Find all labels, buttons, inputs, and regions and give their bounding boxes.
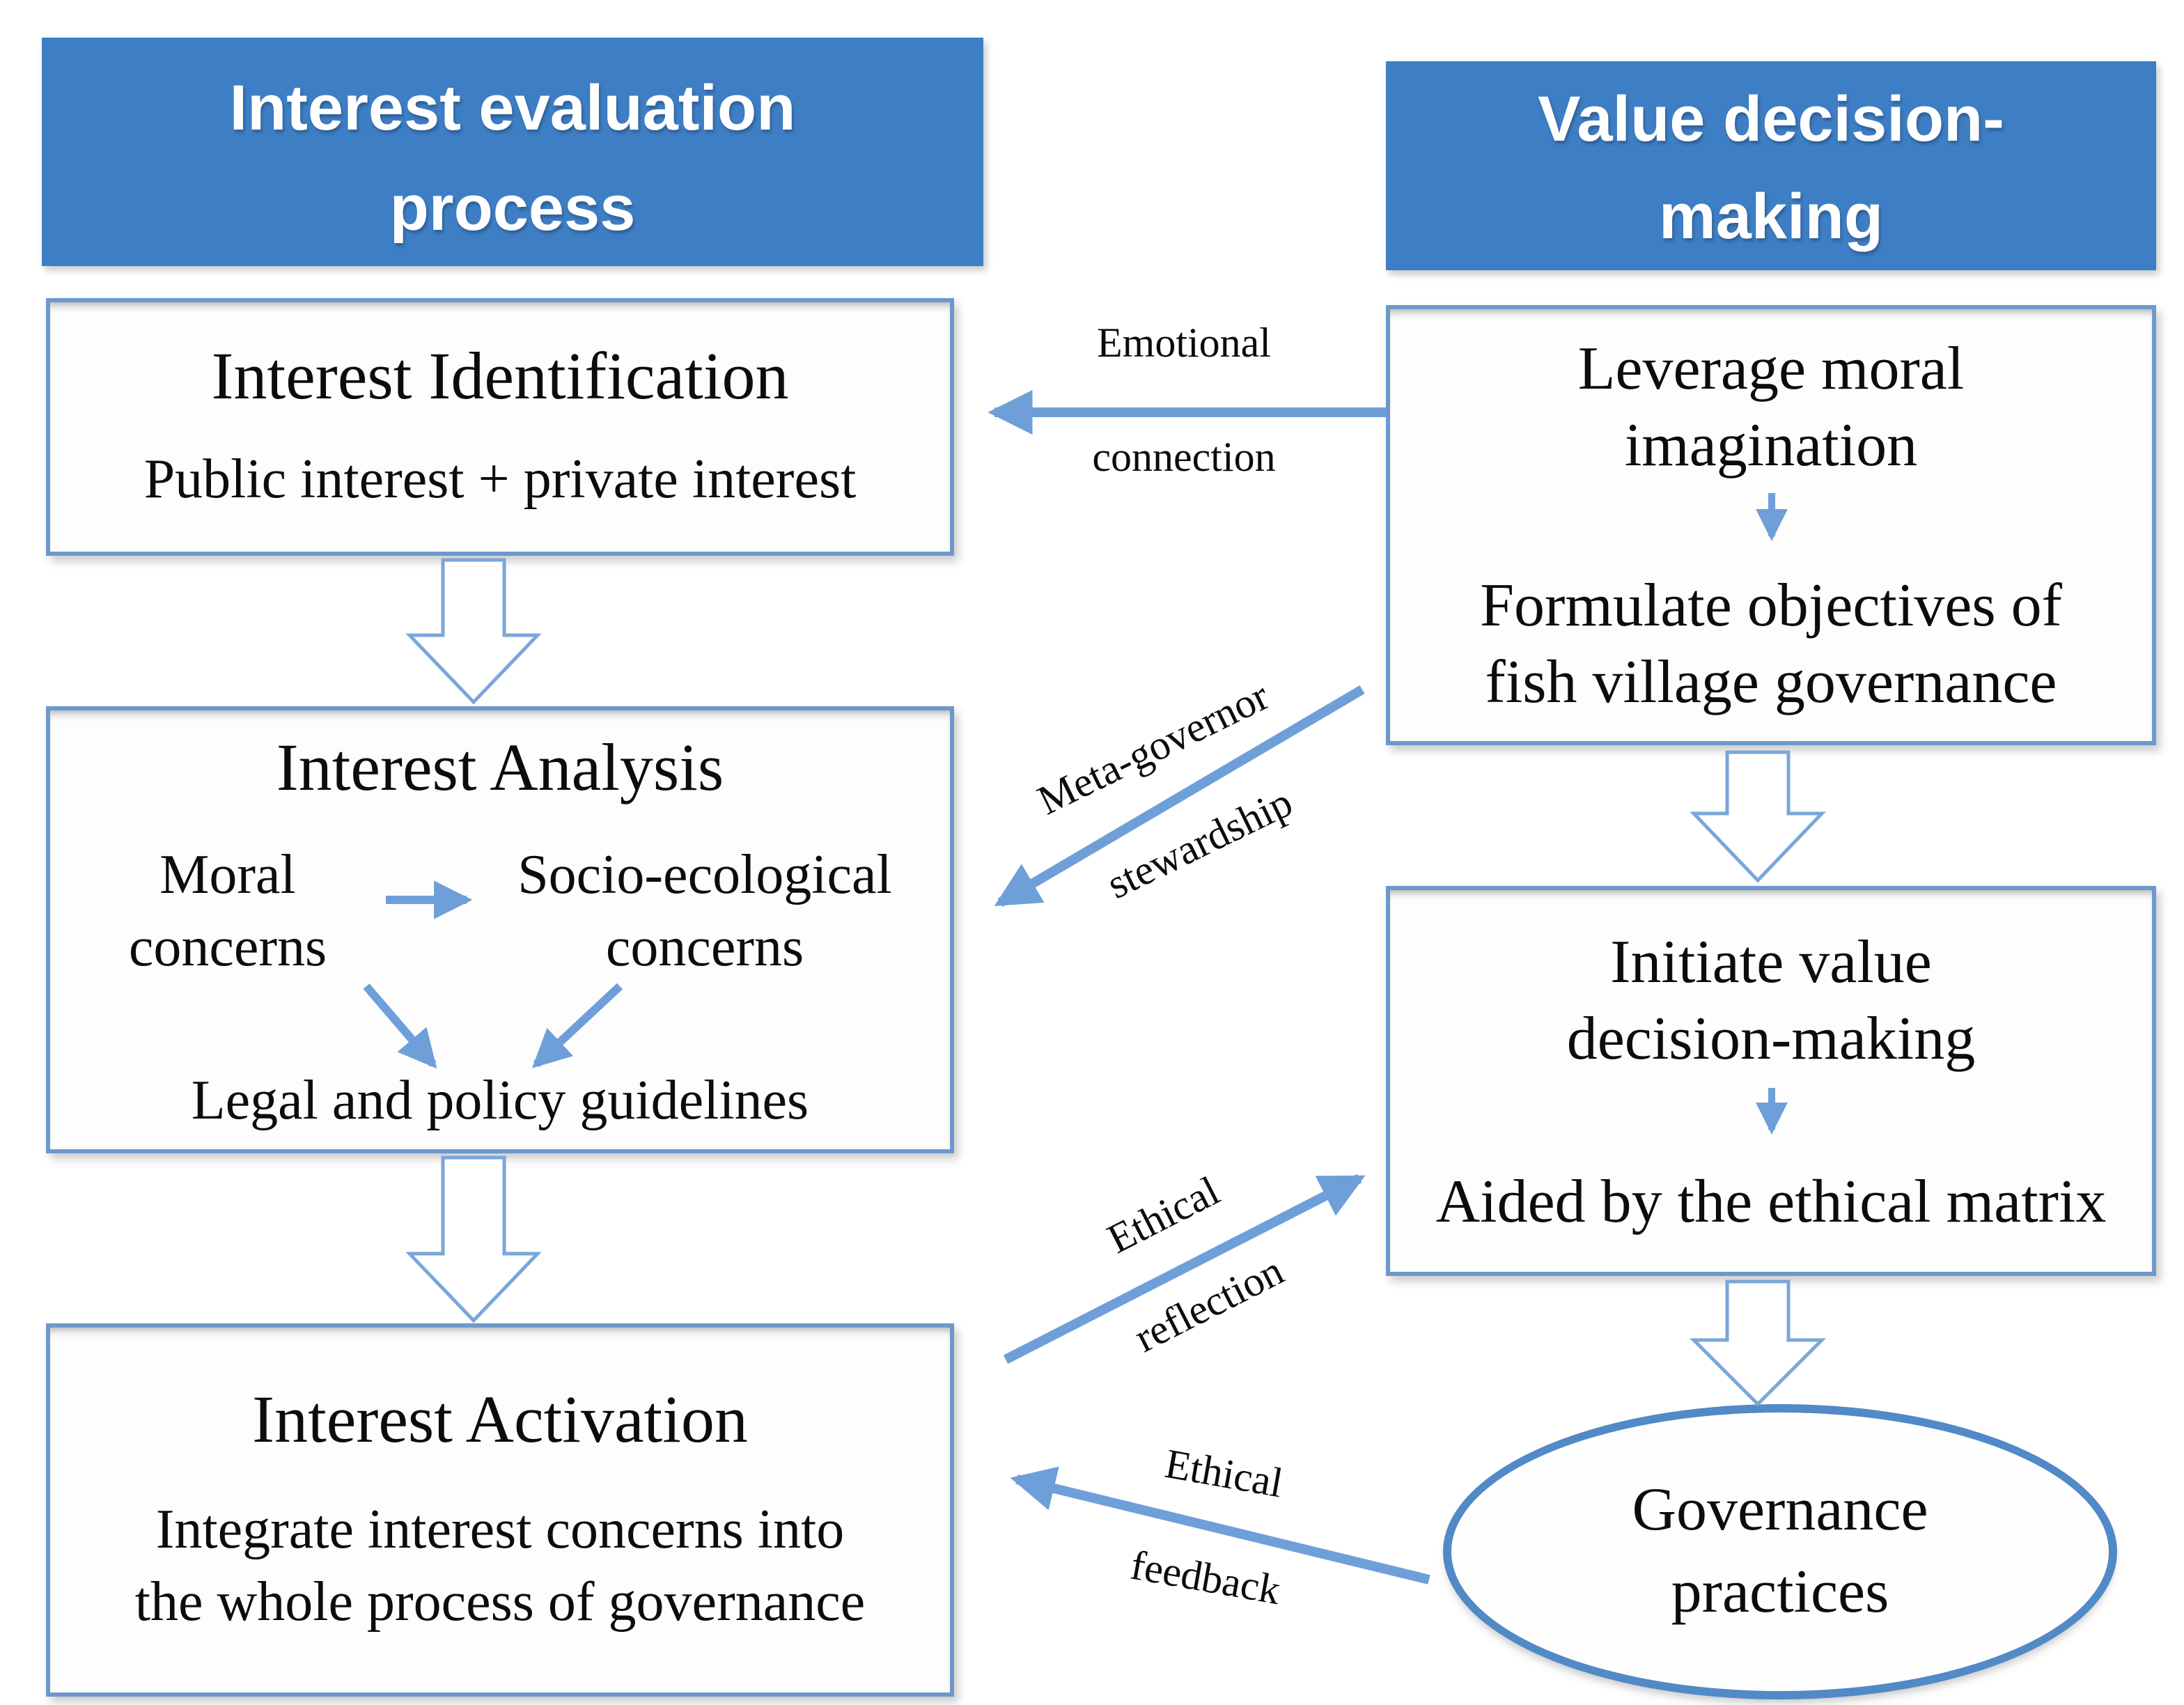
arrow-socio-to-legal-icon: [531, 983, 623, 1068]
header-value-decision-making: Value decision- making: [1386, 61, 2156, 270]
box-interest-analysis: Interest Analysis Moral concerns Socio-e…: [46, 706, 954, 1153]
aided-ethical-matrix-text: Aided by the ethical matrix: [1435, 1167, 2107, 1235]
leverage-text: Leverage moral imagination: [1577, 334, 1965, 479]
formulate-objectives-text: Formulate objectives of fish village gov…: [1480, 571, 2062, 716]
down-arrow-icon: [1755, 493, 1787, 541]
box-leverage-moral-imagination: Leverage moral imagination Formulate obj…: [1386, 305, 2156, 745]
ethical-reflection-label: Ethical reflection: [1100, 1167, 1291, 1361]
interest-activation-body: Integrate interest concerns into the who…: [134, 1497, 866, 1633]
interest-activation-title: Interest Activation: [252, 1383, 748, 1458]
interest-identification-body: Public interest + private interest: [143, 447, 857, 511]
header-right-line1: Value decision-: [1538, 82, 2004, 155]
legal-policy-guidelines-label: Legal and policy guidelines: [191, 1068, 809, 1131]
interest-identification-title: Interest Identification: [211, 339, 789, 414]
header-interest-evaluation-process: Interest evaluation process: [42, 38, 983, 266]
block-arrow-identification-to-analysis: [405, 558, 542, 705]
ethical-feedback-label: Ethical feedback: [1127, 1440, 1286, 1614]
socio-ecological-concerns-label: Socio-ecological concerns: [517, 843, 892, 978]
box-interest-identification: Interest Identification Public interest …: [46, 298, 954, 556]
header-left-line2: process: [389, 171, 636, 244]
governance-practices-line1: Governance: [1632, 1475, 1928, 1544]
ellipse-governance-practices: Governance practices: [1443, 1404, 2117, 1699]
interest-analysis-title: Interest Analysis: [276, 731, 724, 805]
initiate-text: Initiate value decision-making: [1566, 927, 1976, 1072]
block-arrow-analysis-to-activation: [405, 1155, 542, 1323]
emotional-connection-label-line1: Emotional: [1097, 320, 1271, 366]
header-left-line1: Interest evaluation: [229, 71, 796, 143]
emotional-connection-label-line2: connection: [1092, 435, 1276, 481]
block-arrow-leverage-to-initiate: [1690, 750, 1826, 883]
down-arrow-icon: [1755, 1087, 1787, 1134]
box-initiate-value-decision-making: Initiate value decision-making Aided by …: [1386, 886, 2156, 1276]
box-interest-activation: Interest Activation Integrate interest c…: [46, 1323, 954, 1697]
block-arrow-initiate-to-governance: [1689, 1279, 1827, 1407]
governance-practices-line2: practices: [1671, 1557, 1889, 1626]
header-right-line2: making: [1658, 180, 1884, 252]
meta-governor-stewardship-label: Meta-governor stewardship: [1031, 673, 1300, 908]
moral-concerns-label: Moral concerns: [128, 843, 327, 978]
arrow-moral-to-legal-icon: [363, 983, 437, 1069]
arrow-moral-to-socio-icon: [386, 880, 473, 919]
